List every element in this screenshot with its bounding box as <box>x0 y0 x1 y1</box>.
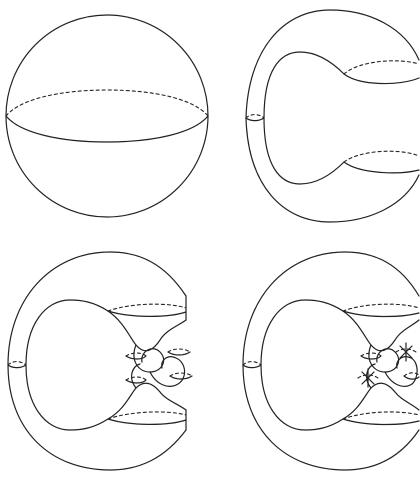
pinch-cap-4 <box>170 373 192 376</box>
equator-stub-front <box>243 365 261 368</box>
upper-cap-front <box>344 74 419 84</box>
equator-stub-back <box>246 115 264 118</box>
equator-front <box>6 116 208 142</box>
panel-branched <box>8 252 192 470</box>
equator-stub-front <box>8 365 26 368</box>
bottom-arm <box>108 383 186 419</box>
top-cap-front <box>108 311 186 316</box>
pinch-cap-1-front <box>126 356 146 359</box>
lower-cap-back <box>344 151 419 162</box>
panel-sphere-equator <box>6 15 208 217</box>
pinch-cap-1-front <box>361 356 381 359</box>
inner-cut <box>261 300 343 430</box>
bottom-arm <box>343 383 419 419</box>
equator-back <box>6 90 208 116</box>
bottom-cap-back <box>108 412 186 419</box>
pinch-cap-2 <box>168 349 190 352</box>
sphere-outline <box>6 15 208 217</box>
pinch-cap-3 <box>126 377 146 380</box>
equator-stub-front <box>246 118 264 121</box>
top-cap-front <box>343 311 419 317</box>
panel-branched-crossings <box>243 252 419 470</box>
pinch-cap-4-front <box>170 376 192 379</box>
lower-cap-front <box>344 162 419 173</box>
top-cap-back <box>108 304 186 311</box>
equator-stub-back <box>243 362 261 365</box>
bottom-cap-front <box>343 419 419 425</box>
bottom-cap-back <box>343 412 419 419</box>
upper-cap-back <box>344 61 419 74</box>
top-cap-back <box>343 304 419 311</box>
sphere-outline <box>243 252 419 470</box>
pinch-cap-3-front <box>126 380 146 383</box>
top-arm <box>108 311 186 351</box>
equator-stub-back <box>8 362 26 365</box>
inner-cut <box>26 300 108 430</box>
bottom-cap-front <box>108 419 186 424</box>
panel-sphere-horseshoe <box>246 10 419 222</box>
inner-cut <box>264 52 344 184</box>
pinch-cap-2-front <box>168 352 190 355</box>
sphere-outline <box>8 252 186 470</box>
sphere-outline <box>246 10 419 222</box>
